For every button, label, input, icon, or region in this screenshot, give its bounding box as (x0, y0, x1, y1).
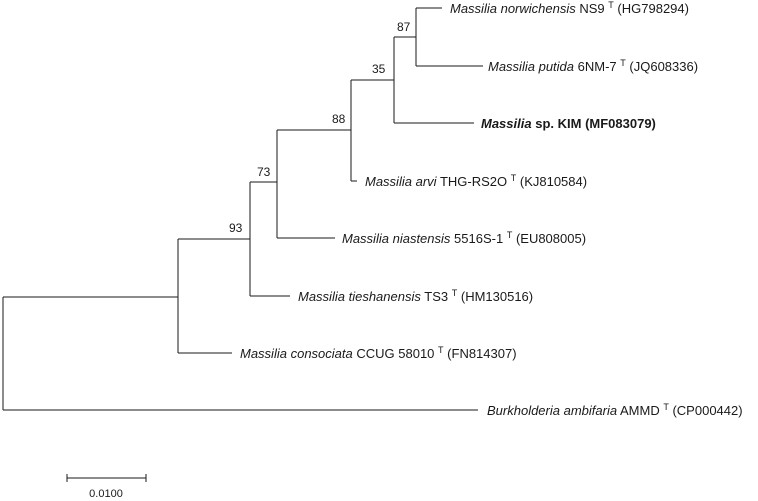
taxon-accession: (EU808005) (516, 231, 586, 246)
taxon-strain: THG-RS2O (440, 174, 507, 189)
taxon-label: Massilia arvi THG-RS2O T (KJ810584) (365, 173, 587, 189)
type-strain-mark: T (608, 0, 614, 10)
bootstrap-n87: 87 (397, 20, 411, 34)
scale-bar-label: 0.0100 (89, 488, 123, 500)
taxon-label: Massilia norwichensis NS9 T (HG798294) (450, 0, 689, 16)
taxon-epithet: ambifaria (564, 403, 617, 418)
taxon-epithet: tieshanensis (349, 289, 422, 304)
type-strain-mark: T (663, 402, 669, 412)
taxon-accession: (FN814307) (447, 346, 516, 361)
taxon-strain: 5516S-1 (454, 231, 503, 246)
taxon-genus: Massilia (240, 346, 287, 361)
taxon-strain: 6NM-7 (578, 59, 617, 74)
type-strain-mark: T (511, 173, 517, 183)
taxon-genus: Massilia (488, 59, 535, 74)
taxon-label: Massilia tieshanensis TS3 T (HM130516) (298, 288, 533, 304)
taxon-accession: (HG798294) (617, 1, 689, 16)
type-strain-mark: T (507, 230, 513, 240)
taxon-epithet: niastensis (393, 231, 451, 246)
taxon-label-highlighted: Massilia sp. KIM (MF083079) (481, 116, 656, 131)
tree-branches (2, 7, 483, 411)
taxon-epithet: consociata (291, 346, 353, 361)
bootstrap-n73: 73 (257, 165, 271, 179)
taxon-genus: Massilia (298, 289, 345, 304)
taxon-label: Massilia putida 6NM-7 T (JQ608336) (488, 58, 698, 74)
taxon-accession: (KJ810584) (520, 174, 587, 189)
taxon-genus: Massilia (450, 1, 497, 16)
taxon-genus: Burkholderia (487, 403, 560, 418)
type-strain-mark: T (438, 345, 444, 355)
taxon-accession: (MF083079) (585, 116, 656, 131)
bootstrap-n35: 35 (372, 62, 386, 76)
taxon-label: Massilia consociata CCUG 58010 T (FN8143… (240, 345, 517, 361)
taxon-genus: Massilia (342, 231, 389, 246)
type-strain-mark: T (620, 58, 626, 68)
bootstrap-n88: 88 (332, 112, 346, 126)
taxon-labels: Massilia norwichensis NS9 T (HG798294) M… (240, 0, 743, 418)
taxon-epithet: arvi (416, 174, 438, 189)
taxon-strain: sp. KIM (535, 116, 581, 131)
scale-bar: 0.0100 (66, 474, 147, 500)
taxon-accession: (CP000442) (672, 403, 742, 418)
taxon-label: Massilia niastensis 5516S-1 T (EU808005) (342, 230, 586, 246)
taxon-epithet: norwichensis (501, 1, 577, 16)
taxon-label-outgroup: Burkholderia ambifaria AMMD T (CP000442) (487, 402, 743, 418)
taxon-genus: Massilia (365, 174, 412, 189)
taxon-epithet: putida (538, 59, 574, 74)
taxon-accession: (HM130516) (461, 289, 533, 304)
taxon-accession: (JQ608336) (629, 59, 698, 74)
taxon-strain: AMMD (620, 403, 660, 418)
type-strain-mark: T (452, 288, 458, 298)
taxon-strain: TS3 (424, 289, 448, 304)
taxon-strain: CCUG 58010 (356, 346, 434, 361)
bootstrap-n93: 93 (229, 221, 243, 235)
bootstrap-values: 87 35 88 73 93 (229, 20, 411, 235)
taxon-strain: NS9 (579, 1, 604, 16)
taxon-genus: Massilia (481, 116, 532, 131)
